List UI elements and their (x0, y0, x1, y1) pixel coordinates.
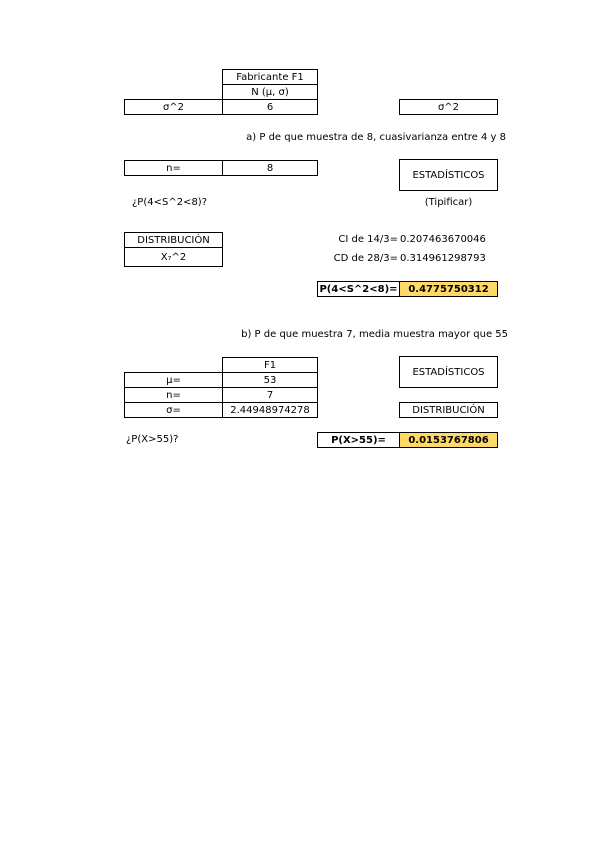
b-mu-label-cell[interactable]: μ= (124, 372, 223, 388)
header-dist-cell[interactable]: N (μ, σ) (222, 84, 318, 100)
sigma2-value: 6 (266, 101, 274, 113)
a-distribucion-value: X₇^2 (160, 251, 187, 263)
a-ci-label: CI de 14/3= (338, 234, 398, 245)
sigma2-right-label: σ^2 (437, 101, 460, 113)
b-col-header-cell[interactable]: F1 (222, 357, 318, 373)
header-label-cell[interactable]: Fabricante F1 (222, 69, 318, 85)
b-n-label-cell[interactable]: n= (124, 387, 223, 403)
b-col-header: F1 (263, 359, 277, 371)
sigma2-value-cell[interactable]: 6 (222, 99, 318, 115)
a-tipificar: (Tipificar) (424, 197, 473, 208)
a-question: ¿P(4<S^2<8)? (132, 197, 208, 208)
b-sigma-label: σ= (166, 404, 181, 416)
a-n-value: 8 (266, 162, 274, 174)
sigma2-label-cell[interactable]: σ^2 (124, 99, 223, 115)
b-mu-value: 53 (263, 374, 277, 386)
b-sigma-value-cell[interactable]: 2.44948974278 (222, 402, 318, 418)
a-result-value: 0.4775750312 (408, 283, 489, 295)
b-result-value: 0.0153767806 (408, 434, 489, 446)
a-n-label-cell[interactable]: n= (124, 160, 223, 176)
a-result-label: P(4<S^2<8)= (319, 283, 398, 295)
b-mu-value-cell[interactable]: 53 (222, 372, 318, 388)
a-n-label: n= (166, 162, 181, 174)
a-estadisticos-label: ESTADÍSTICOS (412, 169, 485, 181)
a-result-value-cell[interactable]: 0.4775750312 (399, 281, 498, 297)
b-sigma-label-cell[interactable]: σ= (124, 402, 223, 418)
a-cd-label: CD de 28/3= (333, 253, 398, 264)
header-dist: N (μ, σ) (251, 86, 289, 98)
header-label: Fabricante F1 (236, 71, 304, 83)
a-n-value-cell[interactable]: 8 (222, 160, 318, 176)
a-estadisticos-box[interactable]: ESTADÍSTICOS (399, 159, 498, 191)
b-result-label: P(X>55)= (331, 434, 386, 446)
part-a-title: a) P de que muestra de 8, cuasivarianza … (246, 132, 506, 143)
sigma2-label: σ^2 (162, 101, 185, 113)
a-result-label-cell[interactable]: P(4<S^2<8)= (317, 281, 400, 297)
part-b-title-cell: b) P de que muestra 7, media muestra may… (200, 328, 508, 342)
b-question: ¿P(X>55)? (126, 434, 179, 445)
a-cd-value: 0.314961298793 (400, 253, 486, 264)
b-n-value-cell[interactable]: 7 (222, 387, 318, 403)
b-distribucion-label: DISTRIBUCIÓN (412, 404, 485, 416)
sigma2-right-cell[interactable]: σ^2 (399, 99, 498, 115)
a-distribucion-label: DISTRIBUCIÓN (137, 234, 210, 246)
b-n-label: n= (166, 389, 181, 401)
b-n-value: 7 (266, 389, 274, 401)
a-distribucion-label-cell[interactable]: DISTRIBUCIÓN (124, 232, 223, 248)
b-estadisticos-label: ESTADÍSTICOS (412, 366, 485, 378)
b-distribucion-box[interactable]: DISTRIBUCIÓN (399, 402, 498, 418)
b-mu-label: μ= (166, 374, 181, 386)
b-estadisticos-box[interactable]: ESTADÍSTICOS (399, 356, 498, 388)
b-result-label-cell[interactable]: P(X>55)= (317, 432, 400, 448)
a-ci-value: 0.207463670046 (400, 234, 486, 245)
b-sigma-value: 2.44948974278 (230, 404, 310, 416)
part-a-title-cell: a) P de que muestra de 8, cuasivarianza … (200, 131, 506, 145)
a-distribucion-value-cell[interactable]: X₇^2 (124, 247, 223, 267)
part-b-title: b) P de que muestra 7, media muestra may… (241, 329, 508, 340)
b-result-value-cell[interactable]: 0.0153767806 (399, 432, 498, 448)
